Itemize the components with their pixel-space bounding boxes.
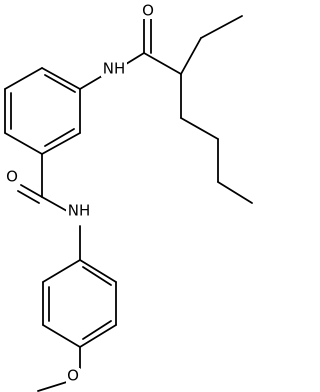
amide-o-mid-bg xyxy=(5,169,19,185)
ch-to-ethyl-bond xyxy=(180,37,202,75)
molecule-canvas: O NH O NH O xyxy=(4,2,253,392)
ring-b-inner-2 xyxy=(82,320,112,340)
ring-a-bond-6 xyxy=(4,67,43,90)
ring-b-bond-6 xyxy=(42,259,81,283)
carbonyl-to-ch-bond xyxy=(143,52,182,75)
ring-a-bond-1 xyxy=(41,67,81,90)
ring-a-inner-2 xyxy=(44,128,75,147)
nh-to-carbonyl-top-bond xyxy=(125,52,145,65)
atom-labels: O NH O NH O xyxy=(5,2,155,385)
butyl-bond-4 xyxy=(217,181,253,204)
ring-a-inner-1 xyxy=(44,74,76,93)
bonds xyxy=(4,15,253,392)
ring-b-inner-1 xyxy=(82,266,112,286)
structure-diagram: O NH O NH O xyxy=(4,2,253,392)
amide-nh-mid-bg xyxy=(66,203,92,219)
ring-a-bond-4 xyxy=(4,132,43,155)
amide-nh-mid-label: NH xyxy=(68,202,91,220)
ring-a-bond-3 xyxy=(41,132,81,155)
ethyl-terminal-bond xyxy=(200,15,243,39)
ether-o-label: O xyxy=(67,367,79,385)
ring-b-bond-1 xyxy=(79,259,117,283)
ether-o-to-methyl-bond xyxy=(37,380,71,392)
ring-b-bond-4 xyxy=(42,324,81,348)
amide-o-mid-label: O xyxy=(6,168,18,186)
amide-nh-top-bg xyxy=(101,61,127,77)
ether-o-bg xyxy=(66,368,80,384)
carbonyl-mid-single xyxy=(20,184,43,198)
amide-nh-top-label: NH xyxy=(103,60,126,78)
ring-b-bond-3 xyxy=(79,324,117,348)
butyl-bond-2 xyxy=(180,117,219,140)
carbonyl-mid-double xyxy=(17,190,40,204)
ring-to-nh-top-bond xyxy=(79,75,103,90)
carbonyl-to-nh-mid-bond xyxy=(41,196,68,212)
amide-o-top-label: O xyxy=(142,2,154,20)
amide-o-top-bg xyxy=(141,3,155,19)
